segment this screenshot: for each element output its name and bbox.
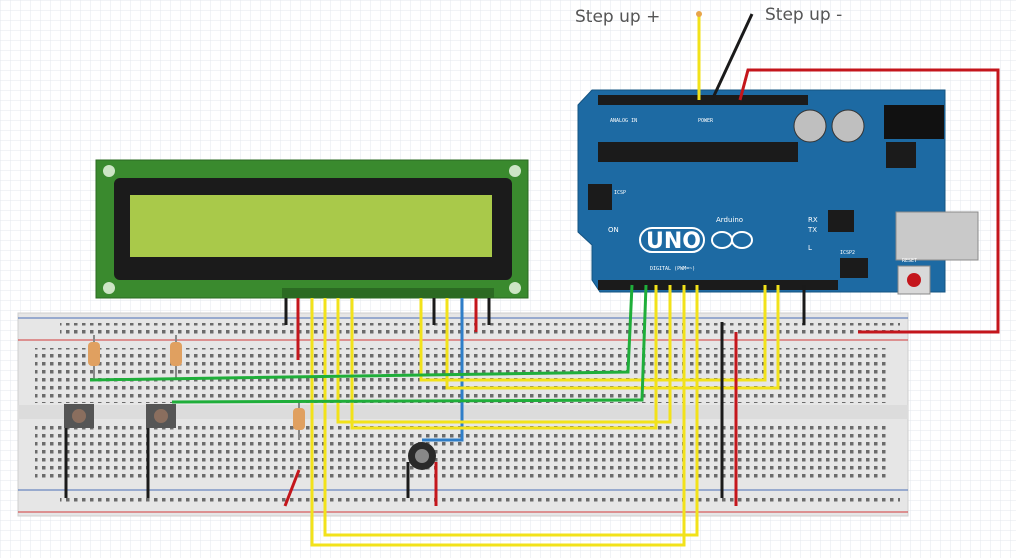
wire-button-1 bbox=[89, 284, 634, 382]
analog-header-label: ANALOG IN bbox=[610, 118, 637, 124]
wire-lcd-vo bbox=[422, 298, 464, 442]
wire-resistor-3-vcc bbox=[283, 469, 301, 507]
rx-label: RX bbox=[808, 216, 818, 224]
wire-lcd-d4 bbox=[350, 285, 658, 430]
icsp2-label: ICSP2 bbox=[840, 250, 855, 256]
tx-label: TX bbox=[807, 226, 817, 234]
push-button-2 bbox=[146, 404, 176, 428]
wire-lcd-d5 bbox=[336, 285, 672, 424]
arduino-model-label: UNO bbox=[646, 229, 701, 254]
push-button-1 bbox=[64, 404, 94, 428]
wire-lcd-d7 bbox=[310, 285, 686, 547]
wire-button-2 bbox=[171, 284, 648, 404]
power-header-label: POWER bbox=[698, 118, 714, 124]
resistor-1 bbox=[88, 335, 100, 380]
wire-lcd-rs bbox=[419, 285, 767, 382]
wire-5v-rail bbox=[738, 68, 1000, 334]
arduino-brand-label: Arduino bbox=[716, 216, 743, 224]
potentiometer bbox=[408, 442, 436, 470]
reset-label: RESET bbox=[902, 258, 917, 264]
resistor-2 bbox=[170, 335, 182, 380]
wire-lcd-d6 bbox=[323, 285, 699, 537]
icsp-label: ICSP bbox=[614, 190, 626, 196]
wire-step-up-minus bbox=[710, 13, 754, 101]
step-up-plus-label: Step up + bbox=[575, 7, 660, 27]
lcd-module bbox=[95, 159, 529, 299]
arduino-uno: ANALOG IN POWER ICSP ICSP2 ON TX RX L UN… bbox=[577, 89, 979, 295]
l-label: L bbox=[808, 244, 812, 252]
lcd-screen bbox=[130, 195, 492, 257]
wire-lcd-e bbox=[445, 285, 780, 390]
on-label: ON bbox=[608, 226, 619, 234]
digital-header-label: DIGITAL (PWM=~) bbox=[650, 266, 695, 272]
resistor-3 bbox=[293, 403, 305, 440]
step-up-minus-label: Step up - bbox=[765, 5, 842, 25]
